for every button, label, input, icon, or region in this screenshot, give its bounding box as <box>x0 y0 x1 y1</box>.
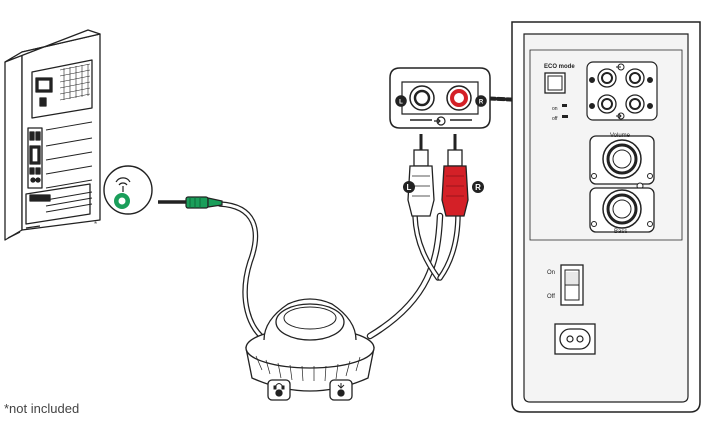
output-arrow-icon <box>616 63 625 71</box>
volume-label: Volume <box>610 133 631 139</box>
callout-left-badge-text: L <box>399 100 403 106</box>
speaker-rear-panel <box>511 21 701 413</box>
input-arrow-icon <box>434 116 446 126</box>
control-pod-illustration <box>245 298 375 401</box>
rca-left-badge-text: L <box>407 183 412 192</box>
callout-right-badge-text: R <box>479 100 484 106</box>
rca-plug-right <box>441 134 469 217</box>
bass-label: Bass <box>614 229 628 235</box>
stereo-plug-3-5mm <box>158 196 223 209</box>
power-on-label: On <box>547 270 556 276</box>
rca-plug-left <box>407 134 435 217</box>
eco-mode-label: ECO mode <box>544 64 575 70</box>
rca-white-socket-icon <box>413 89 431 107</box>
pc-audio-jack-callout <box>103 165 153 215</box>
input-arrow-icon-panel <box>616 112 625 120</box>
eco-on-label: on <box>552 106 558 112</box>
rca-right-badge-text: R <box>475 183 481 192</box>
rca-left-badge: L <box>403 181 415 193</box>
rca-input-callout <box>389 67 491 129</box>
eco-off-label: off <box>552 116 558 122</box>
aux-input-icon <box>337 383 345 389</box>
pc-tower-illustration <box>4 29 101 241</box>
pc-footnote-marker: * <box>94 220 98 229</box>
footnote-not-included: *not included <box>4 401 80 416</box>
rca-red-socket-icon <box>450 89 468 107</box>
power-off-label: Off <box>547 294 555 300</box>
cables <box>217 96 604 343</box>
rca-right-badge: R <box>472 181 484 193</box>
headphone-icon <box>273 383 285 390</box>
audio-out-icon <box>115 177 131 192</box>
